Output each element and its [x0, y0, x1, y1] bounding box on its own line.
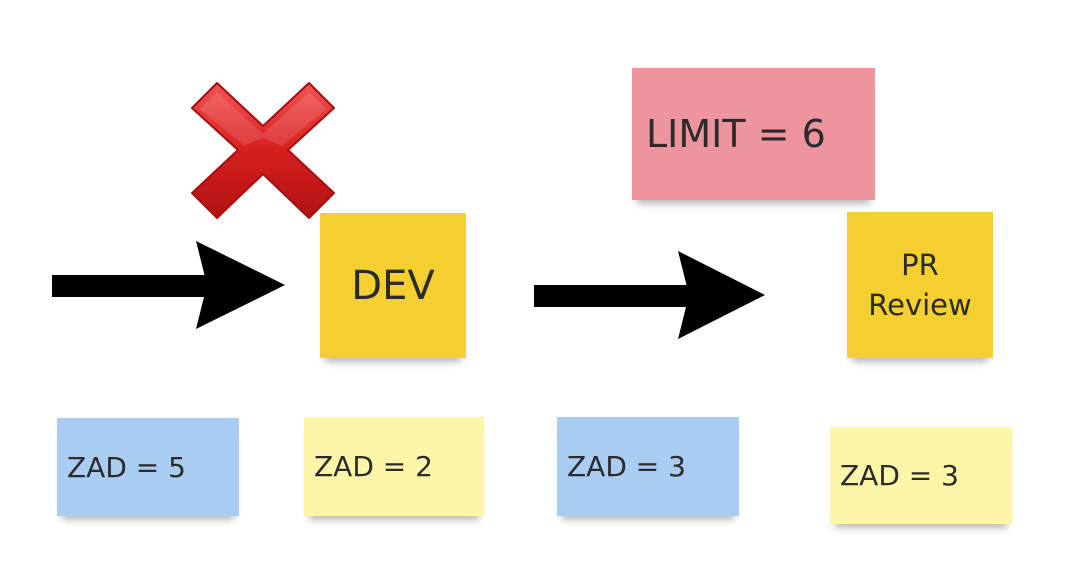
pr-review-label-line2: Review — [868, 288, 972, 322]
limit-note: LIMIT = 6 — [632, 68, 875, 200]
limit-label: LIMIT = 6 — [646, 112, 826, 156]
pr-review-label-line1: PR — [901, 247, 939, 282]
task-count-note: ZAD = 3 — [557, 417, 739, 516]
x-mark-icon — [191, 82, 335, 219]
dev-stage-label: DEV — [351, 262, 435, 309]
right-arrow-icon — [52, 241, 285, 329]
task-count-note: ZAD = 5 — [57, 418, 239, 516]
task-count-label: ZAD = 5 — [67, 450, 186, 484]
task-count-label: ZAD = 2 — [314, 450, 433, 483]
task-count-note: ZAD = 2 — [304, 417, 484, 516]
right-arrow-icon — [534, 251, 765, 339]
task-count-label: ZAD = 3 — [840, 459, 959, 492]
pr-review-stage-note: PR Review — [847, 212, 993, 358]
task-count-label: ZAD = 3 — [567, 450, 686, 483]
dev-stage-note: DEV — [320, 213, 466, 358]
task-count-note: ZAD = 3 — [830, 427, 1012, 524]
